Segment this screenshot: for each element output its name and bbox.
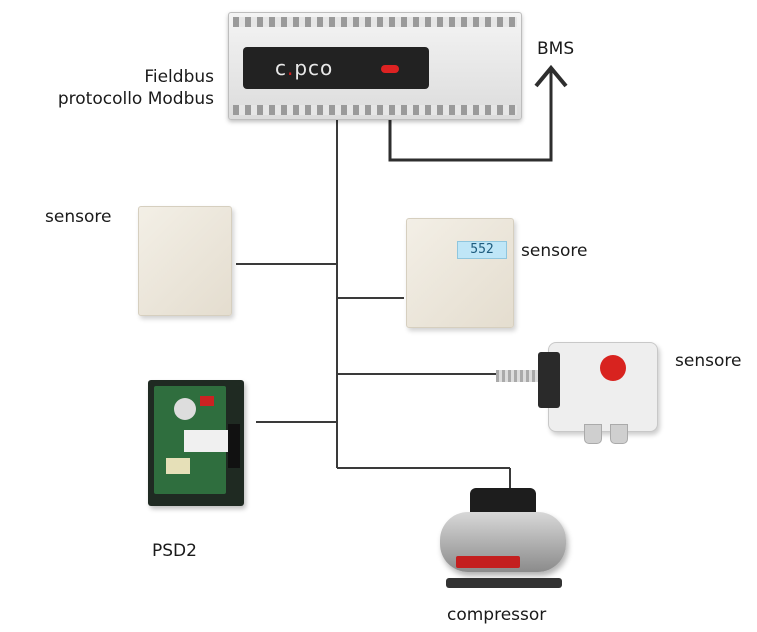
sensor-duct-label: sensore xyxy=(675,351,742,371)
psd2-connector xyxy=(228,424,240,468)
controller-logo-c: c xyxy=(275,56,287,80)
controller-led-icon xyxy=(381,65,399,73)
duct-sensor-flange xyxy=(538,352,560,408)
psd2-chip xyxy=(184,430,228,452)
sensor-right-label: sensore xyxy=(521,241,588,261)
bms-arrow-icon xyxy=(534,64,568,88)
fieldbus-label-line2: protocollo Modbus xyxy=(57,89,214,109)
controller-logo-dot: . xyxy=(287,56,295,80)
sensor-right-display: 552 xyxy=(457,241,507,259)
psd2-pcb xyxy=(154,386,228,494)
compressor-red-band xyxy=(456,556,520,568)
sensor-left-label: sensore xyxy=(45,207,112,227)
psd2-red-component xyxy=(200,396,214,406)
controller-logo-pco: pco xyxy=(294,56,334,80)
controller-bottom-terminals xyxy=(233,105,517,115)
psd2-board xyxy=(148,380,244,506)
cpco-controller: c.pco xyxy=(228,12,522,120)
psd2-relay xyxy=(166,458,190,474)
fieldbus-label-line1: Fieldbus xyxy=(144,67,214,87)
bms-label: BMS xyxy=(537,39,575,59)
fieldbus-label: Fieldbus protocollo Modbus xyxy=(18,66,214,110)
sensor-left-device xyxy=(138,206,232,316)
psd2-label: PSD2 xyxy=(152,541,197,561)
compressor-label: compressor xyxy=(447,605,547,625)
controller-top-terminals xyxy=(233,17,517,27)
controller-logo: c.pco xyxy=(243,47,429,89)
compressor-base xyxy=(446,578,562,588)
psd2-capacitor xyxy=(174,398,196,420)
bms-link-wire xyxy=(388,70,553,162)
duct-sensor-red-cap-icon xyxy=(600,355,626,381)
duct-sensor-device xyxy=(548,342,658,432)
sensor-right-device: 552 xyxy=(406,218,514,328)
duct-sensor-gland-right xyxy=(610,424,628,444)
duct-sensor-gland-left xyxy=(584,424,602,444)
